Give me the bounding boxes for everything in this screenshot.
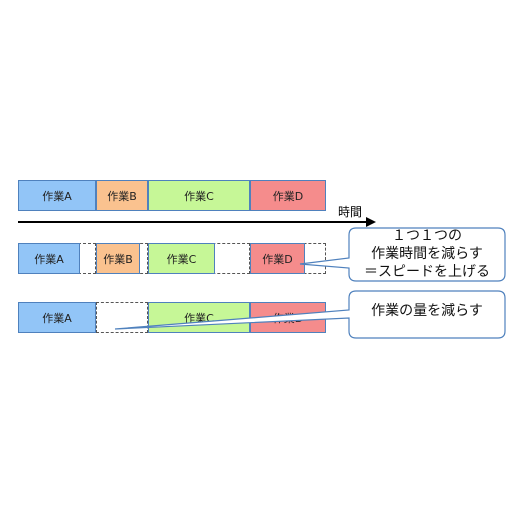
row1-task-c: 作業C <box>148 180 250 211</box>
row2-task-c-label: 作業C <box>166 252 197 266</box>
row1-task-d: 作業D <box>250 180 326 211</box>
time-axis-arrowhead <box>366 217 376 227</box>
row2-task-d-label: 作業D <box>262 252 293 266</box>
callout-amount-bubble <box>114 290 506 339</box>
callout-speed-line3: ＝スピードを上げる <box>364 264 490 280</box>
row1-task-c-label: 作業C <box>184 189 214 203</box>
row2-task-c: 作業C <box>148 243 215 274</box>
row2-task-d: 作業D <box>250 243 305 274</box>
callout-speed-bubble <box>299 227 506 282</box>
row2-task-b-label: 作業B <box>103 252 133 266</box>
row1-task-b-label: 作業B <box>107 189 137 203</box>
time-axis-line <box>18 221 370 223</box>
row2-task-b: 作業B <box>96 243 140 274</box>
row3-task-a: 作業A <box>18 302 96 333</box>
row1-task-d-label: 作業D <box>272 189 304 203</box>
row2-task-a-label: 作業A <box>34 252 64 266</box>
time-axis-label: 時間 <box>338 205 363 219</box>
row2-task-a: 作業A <box>18 243 80 274</box>
row1-task-a-label: 作業A <box>42 189 72 203</box>
row1-task-a: 作業A <box>18 180 96 211</box>
row1-task-b: 作業B <box>96 180 148 211</box>
row3-task-a-label: 作業A <box>42 311 72 325</box>
callout-speed-text: １つ１つの 作業時間を減らす ＝スピードを上げる <box>349 227 505 281</box>
callout-speed-line1: １つ１つの <box>392 228 462 244</box>
callout-amount-text: 作業の量を減らす <box>371 303 483 319</box>
callout-speed-line2: 作業時間を減らす <box>371 246 483 262</box>
